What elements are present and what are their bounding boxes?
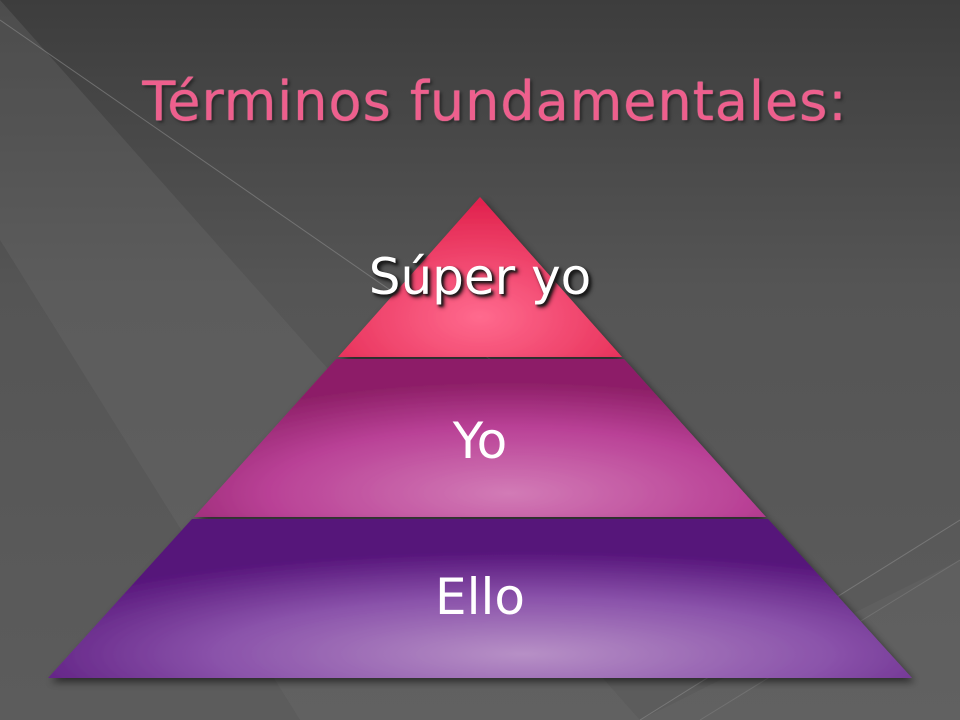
pyramid-label-id: Ello bbox=[435, 568, 525, 626]
pyramid-label-super-ego: Súper yo bbox=[368, 248, 592, 306]
pyramid-level-bottom-shape bbox=[48, 519, 912, 678]
slide-title: Términos fundamentales: bbox=[142, 70, 848, 133]
pyramid-level-middle-shape bbox=[194, 359, 766, 517]
pyramid-level-top-shape bbox=[338, 197, 622, 357]
pyramid-label-ego: Yo bbox=[452, 412, 508, 470]
